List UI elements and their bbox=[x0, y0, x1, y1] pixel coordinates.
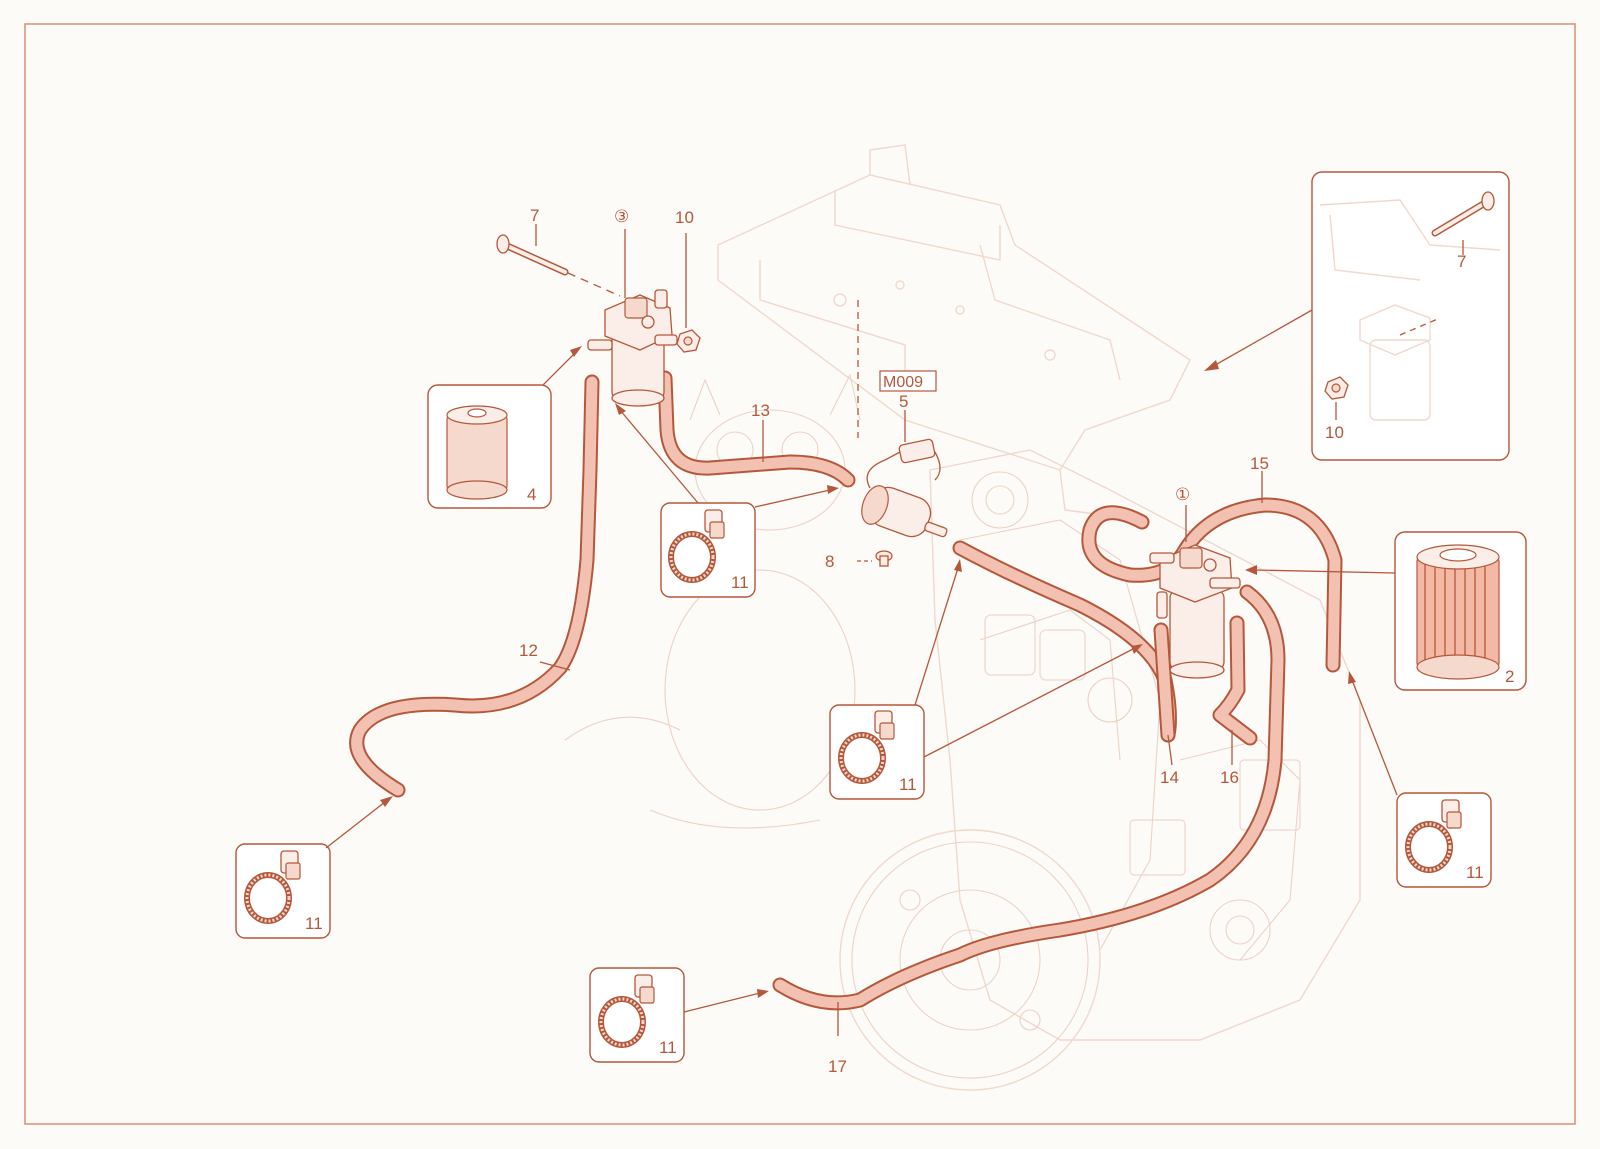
callout-7-inset: 7 bbox=[1457, 252, 1466, 271]
callout-11: 11 bbox=[899, 775, 917, 794]
bolt-icon[interactable] bbox=[1431, 191, 1495, 237]
callout-7: 7 bbox=[530, 206, 539, 225]
callout-12: 12 bbox=[519, 641, 538, 660]
callout-5: 5 bbox=[899, 392, 908, 411]
reference-code-box[interactable]: M009 bbox=[879, 370, 937, 392]
arrow-head bbox=[1245, 565, 1257, 575]
clamp-box-a[interactable]: 11 bbox=[660, 502, 756, 598]
callout-10-inset: 10 bbox=[1325, 423, 1344, 442]
bolt-icon[interactable] bbox=[496, 234, 621, 297]
hose-clamp-icon bbox=[668, 509, 725, 583]
detail-inset bbox=[1311, 171, 1510, 461]
hose-16[interactable] bbox=[1212, 615, 1258, 746]
hose-13[interactable] bbox=[657, 370, 856, 488]
hose-clamp-icon bbox=[598, 974, 655, 1048]
clamp-box-d[interactable]: 11 bbox=[1396, 792, 1492, 888]
callout-8: 8 bbox=[825, 552, 834, 571]
filter-element-icon bbox=[1416, 544, 1500, 680]
callout-15: 15 bbox=[1250, 454, 1269, 473]
fuel-pump-icon[interactable] bbox=[857, 300, 948, 541]
callout-1: ① bbox=[1175, 485, 1190, 504]
clamp-box-c[interactable]: 11 bbox=[829, 704, 925, 800]
callout-4: 4 bbox=[527, 485, 536, 504]
arrow-head bbox=[615, 403, 626, 415]
arrow-head bbox=[827, 485, 839, 494]
callout-2: 2 bbox=[1505, 667, 1514, 686]
callout-3: ③ bbox=[614, 207, 629, 226]
callout-17: 17 bbox=[828, 1057, 847, 1076]
screw-icon[interactable] bbox=[857, 550, 893, 567]
hose-17[interactable] bbox=[772, 584, 1286, 1011]
fuel-filter-assembly-icon[interactable] bbox=[1149, 505, 1241, 679]
arrow-head bbox=[954, 559, 962, 572]
hose-14[interactable] bbox=[952, 540, 1177, 743]
arrow-head bbox=[1131, 644, 1143, 654]
filter-element-icon bbox=[446, 405, 508, 500]
reference-code: M009 bbox=[883, 374, 923, 391]
callout-13: 13 bbox=[751, 401, 770, 420]
hose-clamp-icon bbox=[244, 850, 301, 924]
hose-clamp-icon bbox=[1405, 799, 1462, 873]
callout-16: 16 bbox=[1220, 768, 1239, 787]
arrow-head bbox=[380, 796, 393, 807]
hose-12[interactable] bbox=[349, 374, 600, 798]
arrow-head bbox=[570, 346, 582, 357]
arrow-head bbox=[757, 989, 769, 998]
nut-icon[interactable] bbox=[1324, 376, 1349, 400]
arrow-head bbox=[1348, 671, 1356, 684]
callout-11: 11 bbox=[731, 573, 749, 592]
callout-14: 14 bbox=[1160, 768, 1179, 787]
engine-background-drawing bbox=[564, 144, 1361, 1091]
fuel-filter-assembly-icon[interactable] bbox=[587, 289, 678, 407]
clamp-box-e[interactable]: 11 bbox=[589, 967, 685, 1063]
callout-10: 10 bbox=[675, 208, 694, 227]
filter-element-2-box[interactable]: 2 bbox=[1394, 531, 1527, 691]
clamp-box-b[interactable]: 11 bbox=[235, 843, 331, 939]
hose-clamp-icon bbox=[838, 710, 895, 784]
page-frame bbox=[24, 23, 1576, 1125]
callout-11: 11 bbox=[1466, 863, 1484, 882]
filter-element-4-box[interactable]: 4 bbox=[427, 384, 552, 509]
callout-11: 11 bbox=[659, 1038, 677, 1057]
callout-11: 11 bbox=[305, 914, 323, 933]
nut-icon[interactable] bbox=[676, 233, 701, 353]
arrow-head bbox=[1204, 360, 1219, 371]
